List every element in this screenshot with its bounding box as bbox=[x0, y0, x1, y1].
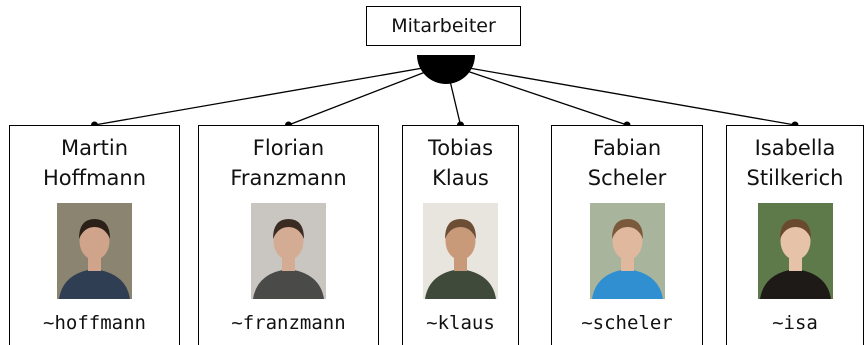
photo-shirt bbox=[591, 269, 663, 299]
portrait-photo bbox=[423, 203, 498, 299]
root-label: Mitarbeiter bbox=[391, 15, 496, 37]
member-card-franzmann: Florian Franzmann ~franzmann bbox=[198, 125, 379, 345]
login-name: ~hoffmann bbox=[43, 312, 146, 334]
portrait-photo bbox=[57, 203, 132, 299]
photo-hair bbox=[273, 219, 304, 239]
connector-line bbox=[288, 63, 447, 126]
photo-hair bbox=[611, 219, 643, 239]
aggregation-semicircle bbox=[417, 55, 475, 84]
last-name: Scheler bbox=[587, 166, 667, 190]
photo-shirt bbox=[253, 269, 324, 299]
member-name: Isabella Stilkerich bbox=[747, 133, 844, 193]
photo-face bbox=[780, 222, 810, 260]
member-card-scheler: Fabian Scheler ~scheler bbox=[551, 125, 703, 345]
member-name: Fabian Scheler bbox=[588, 133, 667, 193]
connector-line bbox=[94, 63, 447, 126]
first-name: Fabian bbox=[592, 136, 662, 160]
connector-line bbox=[445, 63, 628, 126]
first-name: Isabella bbox=[754, 136, 836, 160]
member-card-stilkerich: Isabella Stilkerich ~isa bbox=[726, 125, 864, 345]
portrait-photo bbox=[251, 203, 326, 299]
login-name: ~scheler bbox=[581, 312, 673, 334]
last-name: Franzmann bbox=[230, 166, 347, 190]
portrait-photo bbox=[757, 203, 833, 299]
photo-hair bbox=[79, 219, 110, 239]
photo-shirt bbox=[759, 269, 831, 299]
photo-hair bbox=[445, 219, 476, 239]
login-name: ~isa bbox=[772, 312, 818, 334]
photo-shirt bbox=[425, 269, 496, 299]
last-name: Stilkerich bbox=[746, 166, 844, 190]
photo-shirt bbox=[59, 269, 130, 299]
member-name: Martin Hoffmann bbox=[43, 133, 146, 193]
member-name: Tobias Klaus bbox=[428, 133, 493, 193]
photo-face bbox=[273, 222, 304, 260]
photo-face bbox=[445, 222, 476, 260]
photo-hair bbox=[779, 219, 811, 239]
last-name: Klaus bbox=[432, 166, 489, 190]
login-name: ~klaus bbox=[426, 312, 495, 334]
last-name: Hoffmann bbox=[42, 166, 147, 190]
photo-face bbox=[79, 222, 110, 260]
connector-line bbox=[445, 63, 796, 126]
portrait-photo bbox=[589, 203, 665, 299]
photo-face bbox=[612, 222, 642, 260]
member-card-klaus: Tobias Klaus ~klaus bbox=[402, 125, 519, 345]
root-node-mitarbeiter: Mitarbeiter bbox=[366, 6, 521, 46]
member-name: Florian Franzmann bbox=[230, 133, 346, 193]
first-name: Martin bbox=[61, 136, 128, 160]
member-card-hoffmann: Martin Hoffmann ~hoffmann bbox=[9, 125, 180, 345]
first-name: Tobias bbox=[427, 136, 494, 160]
login-name: ~franzmann bbox=[231, 312, 346, 334]
first-name: Florian bbox=[252, 136, 325, 160]
